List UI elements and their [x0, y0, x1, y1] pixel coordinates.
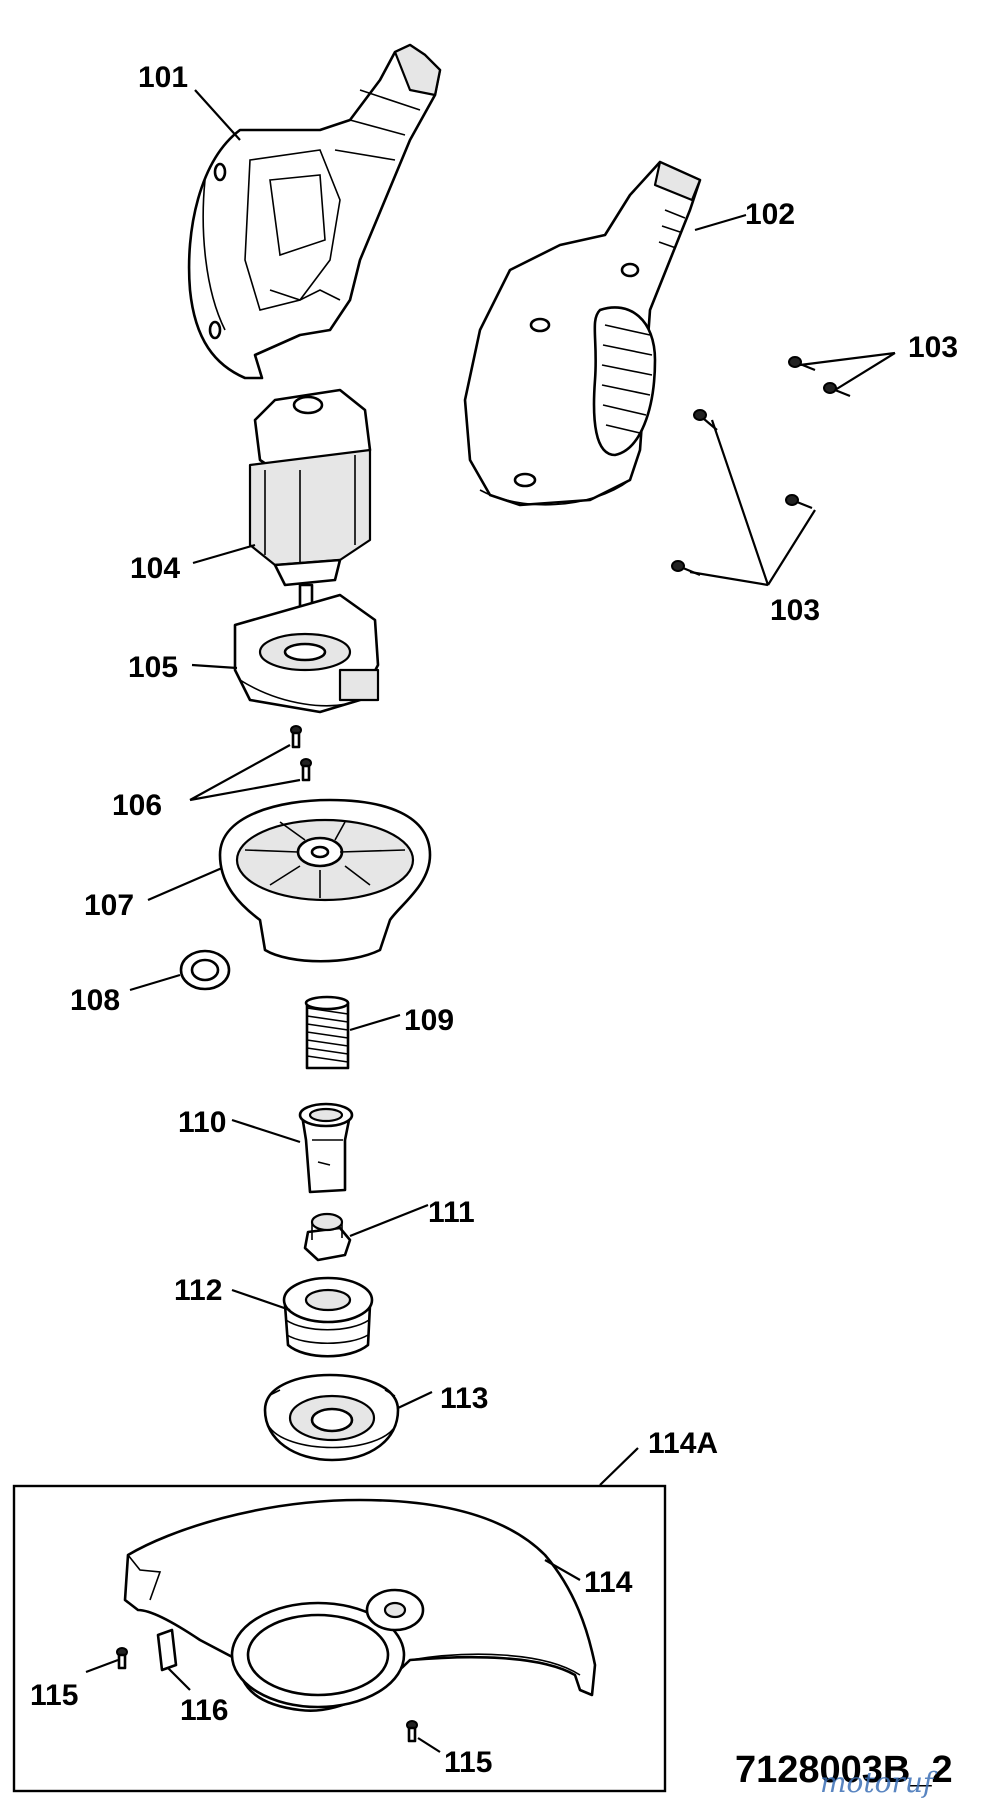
- motor-104: [248, 388, 372, 617]
- label-107: 107: [84, 889, 134, 922]
- label-110: 110: [178, 1106, 226, 1139]
- label-108: 108: [70, 984, 120, 1017]
- label-111: 111: [428, 1196, 475, 1229]
- part-labels: 101 102 103 103 104 105 106 107 108 109 …: [30, 61, 958, 1779]
- spool-112: [282, 1276, 374, 1358]
- leader-lines: [85, 89, 896, 1753]
- label-103-bottom: 103: [770, 594, 820, 627]
- screw-103-4: [785, 494, 813, 510]
- fan-hub-107: [218, 798, 432, 963]
- screws-103: [671, 356, 851, 577]
- kit-114A-frame: [12, 1484, 667, 1793]
- washer-108: [179, 949, 231, 991]
- sleeve-110: [298, 1102, 354, 1194]
- drawing-code: 7128003B_2: [735, 1749, 953, 1791]
- housing-left-half-101: [187, 43, 442, 380]
- label-113: 113: [440, 1382, 488, 1415]
- screw-103-2: [823, 382, 851, 398]
- label-115-bottom: 115: [444, 1746, 492, 1779]
- spring-109: [304, 995, 350, 1070]
- label-104: 104: [130, 552, 180, 585]
- housing-right-half-102: [463, 160, 702, 507]
- label-114: 114: [584, 1566, 633, 1599]
- guard-114: [123, 1498, 597, 1712]
- screw-115-2: [406, 1720, 418, 1743]
- screw-106-1: [290, 725, 302, 749]
- label-109: 109: [404, 1004, 454, 1037]
- watermark-logo: motoruf: [820, 1766, 938, 1799]
- label-114A: 114A: [648, 1427, 718, 1460]
- plate-116: [156, 1628, 178, 1672]
- label-103-top: 103: [908, 331, 958, 364]
- screw-115-1: [116, 1647, 128, 1670]
- label-101: 101: [138, 61, 188, 94]
- label-116: 116: [180, 1694, 228, 1727]
- label-102: 102: [745, 198, 795, 231]
- spool-cap-113: [263, 1373, 400, 1462]
- label-105: 105: [128, 651, 178, 684]
- label-115-left: 115: [30, 1679, 78, 1712]
- label-112: 112: [174, 1274, 222, 1307]
- nut-111: [303, 1212, 352, 1262]
- label-106: 106: [112, 789, 162, 822]
- screws-106: [290, 725, 312, 782]
- screw-106-2: [300, 758, 312, 782]
- motor-mount-105: [233, 593, 380, 714]
